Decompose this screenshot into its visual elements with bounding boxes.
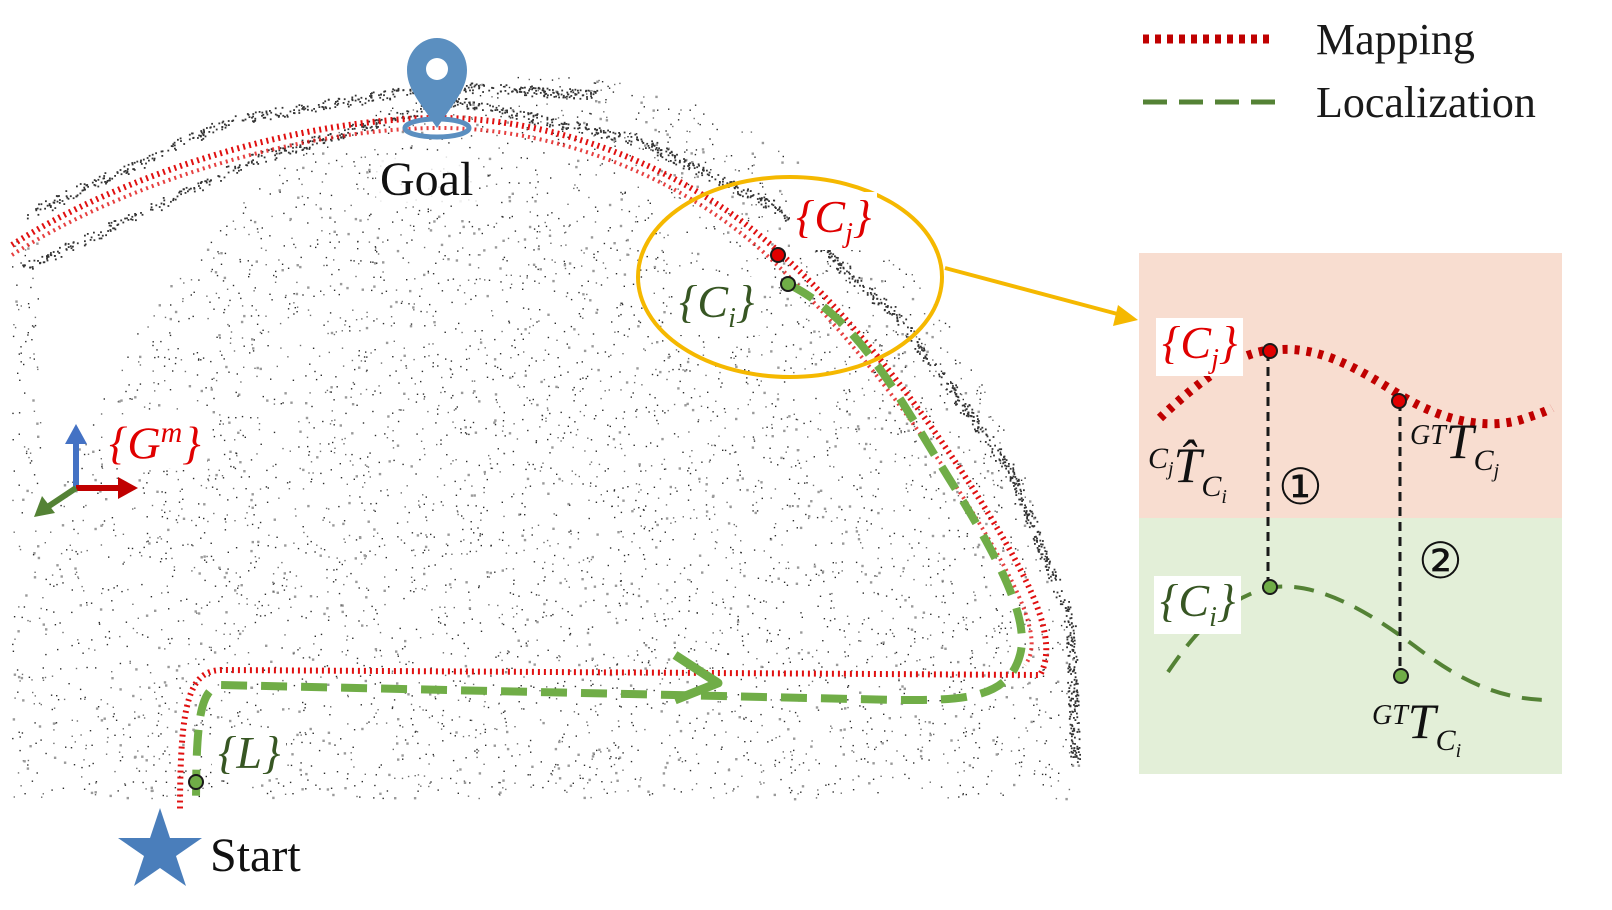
- map-frame-l-label: {L}: [212, 728, 287, 778]
- panel-frame-ci-label: {Ci}: [1154, 576, 1242, 635]
- zoom-ellipse: [636, 175, 944, 379]
- map-point-ci: [780, 276, 796, 292]
- zoom-arrow-head: [1113, 305, 1138, 326]
- map-frame-cj-label: {Cj}: [790, 192, 878, 251]
- localization-trajectory: [192, 281, 1026, 809]
- mapping-trajectory-outer: [10, 125, 1034, 667]
- map-frame-gm-label: {Gm}: [103, 416, 207, 469]
- gt-transform-ci-label: GTTCi: [1372, 693, 1462, 762]
- panel-point-cj: [1262, 343, 1278, 359]
- map-point-cj: [770, 247, 786, 263]
- panel-mapping-curve: [1156, 344, 1555, 429]
- gt-transform-cj-label: GTTCj: [1410, 413, 1500, 482]
- map-point-l: [188, 774, 204, 790]
- star-icon: [118, 808, 202, 886]
- panel-frame-cj-label: {Cj}: [1156, 318, 1244, 377]
- marker-1: ①: [1278, 459, 1323, 515]
- legend-mapping-label: Mapping: [1316, 15, 1475, 64]
- mapping-trajectory: [10, 114, 1050, 811]
- relative-transform-label: CjT̂Ci: [1148, 437, 1227, 508]
- panel-point-gt-cj: [1391, 393, 1407, 409]
- panel-point-gt-ci: [1393, 668, 1409, 684]
- marker-2: ②: [1418, 533, 1463, 589]
- start-label: Start: [210, 829, 301, 882]
- goal-label: Goal: [376, 156, 478, 204]
- panel-mapping-zone: [1139, 253, 1562, 518]
- map-pin-icon: [402, 38, 472, 140]
- map-frame-ci-label: {Ci}: [673, 277, 761, 336]
- legend-localization-label: Localization: [1316, 78, 1536, 127]
- panel-localization-zone: [1139, 518, 1562, 774]
- zoom-arrow-line: [944, 266, 1126, 318]
- world-frame-axes: [34, 424, 138, 517]
- panel-point-ci: [1262, 579, 1278, 595]
- direction-arrowhead: [672, 651, 723, 705]
